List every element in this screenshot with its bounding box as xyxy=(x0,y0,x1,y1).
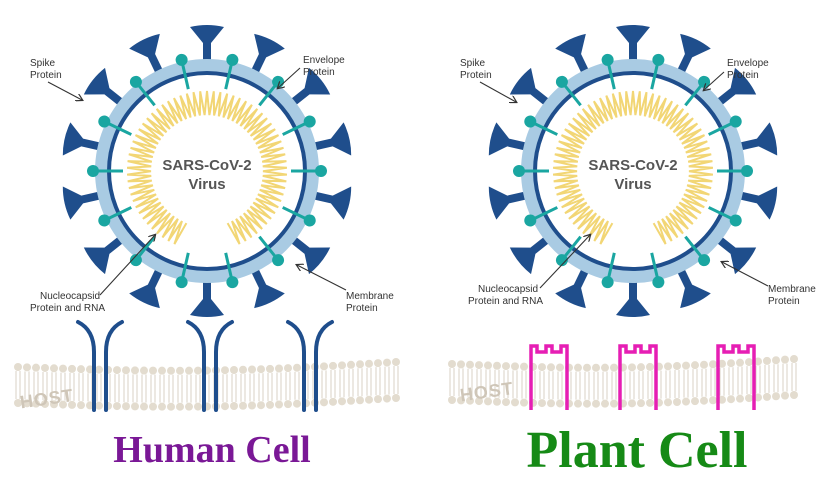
spike-protein-label-line2: Protein xyxy=(30,70,62,81)
envelope-protein-icon xyxy=(258,235,285,267)
spike-protein-icon xyxy=(616,25,650,75)
envelope-protein-icon xyxy=(175,252,190,289)
nucleocapsid-label-line1: Nucleocapsid xyxy=(40,291,100,302)
ace2-receptor-icon xyxy=(76,320,124,412)
spike-protein-icon xyxy=(616,267,650,317)
virus-name-line2: Virus xyxy=(614,176,651,193)
nucleocapsid-arrow xyxy=(99,235,155,296)
nucleocapsid-label-line1: Nucleocapsid xyxy=(478,284,538,295)
envelope-protein-label-line2: Protein xyxy=(727,70,759,81)
plant-receptor-icon xyxy=(529,344,569,410)
nucleocapsid-label-line2: Protein and RNA xyxy=(30,303,105,314)
envelope-protein-icon xyxy=(282,206,316,227)
membrane-protein-label-line2: Protein xyxy=(346,303,378,314)
plant-receptor-icon xyxy=(618,344,658,410)
ace2-receptor-icon xyxy=(186,320,234,412)
envelope-protein-icon xyxy=(684,235,711,267)
panel-human: HOST SARS-CoV-2 Virus Spike Protein Enve… xyxy=(14,25,400,471)
nucleocapsid-arrow xyxy=(539,235,590,289)
envelope-protein-icon xyxy=(708,206,742,227)
envelope-protein-icon xyxy=(524,206,558,227)
plant-cell-caption: Plant Cell xyxy=(527,422,748,479)
envelope-protein-icon xyxy=(524,115,558,136)
envelope-protein-icon xyxy=(224,53,239,90)
panel-plant: HOST SARS-CoV-2 Virus Spike Protein Enve… xyxy=(448,25,816,479)
spike-protein-label-line2: Protein xyxy=(460,70,492,81)
envelope-protein-icon xyxy=(717,165,753,177)
plant-receptor-icon xyxy=(716,344,756,410)
host-label: HOST xyxy=(19,385,75,412)
envelope-protein-arrow xyxy=(704,71,725,90)
spike-protein-icon xyxy=(190,25,224,75)
nucleocapsid-label-line2: Protein and RNA xyxy=(468,296,543,307)
spike-protein-arrow xyxy=(479,81,516,102)
receptors xyxy=(76,320,334,412)
envelope-protein-icon xyxy=(224,252,239,289)
virus: SARS-CoV-2 Virus xyxy=(488,25,778,317)
envelope-protein-icon xyxy=(555,235,582,267)
membrane-protein-arrow xyxy=(722,262,769,287)
spike-protein-icon xyxy=(190,267,224,317)
spike-protein-arrow xyxy=(47,81,82,100)
rna-strand xyxy=(552,90,714,245)
envelope-protein-icon xyxy=(98,206,132,227)
membrane-protein-arrow xyxy=(297,265,347,291)
envelope-protein-icon xyxy=(708,115,742,136)
envelope-protein-label-line1: Envelope xyxy=(727,58,769,69)
rna-strand xyxy=(126,90,288,245)
ace2-receptor-icon xyxy=(286,320,334,412)
receptors xyxy=(529,344,756,410)
envelope-protein-icon xyxy=(650,252,665,289)
membrane-protein-label-line1: Membrane xyxy=(346,291,394,302)
membrane-protein-label-line2: Protein xyxy=(768,296,800,307)
envelope-protein-label-line2: Protein xyxy=(303,67,335,78)
envelope-protein-icon xyxy=(175,53,190,90)
membrane-protein-label-line1: Membrane xyxy=(768,284,816,295)
envelope-proteins xyxy=(513,53,753,289)
envelope-protein-icon xyxy=(87,165,123,177)
envelope-protein-icon xyxy=(98,115,132,136)
virus: SARS-CoV-2 Virus xyxy=(62,25,352,317)
virus-name-line2: Virus xyxy=(188,176,225,193)
envelope-protein-icon xyxy=(601,252,616,289)
envelope-protein-icon xyxy=(650,53,665,90)
envelope-protein-icon xyxy=(555,75,582,107)
host-membrane xyxy=(448,355,798,408)
envelope-protein-arrow xyxy=(278,67,301,88)
spike-protein-label-line1: Spike xyxy=(30,58,55,69)
envelope-protein-icon xyxy=(601,53,616,90)
envelope-protein-label-line1: Envelope xyxy=(303,55,345,66)
virus-name-line1: SARS-CoV-2 xyxy=(162,157,251,174)
envelope-protein-icon xyxy=(513,165,549,177)
envelope-protein-icon xyxy=(282,115,316,136)
envelope-protein-icon xyxy=(129,75,156,107)
virus-name-line1: SARS-CoV-2 xyxy=(588,157,677,174)
envelope-protein-icon xyxy=(291,165,327,177)
human-cell-caption: Human Cell xyxy=(113,429,310,471)
spike-protein-label-line1: Spike xyxy=(460,58,485,69)
